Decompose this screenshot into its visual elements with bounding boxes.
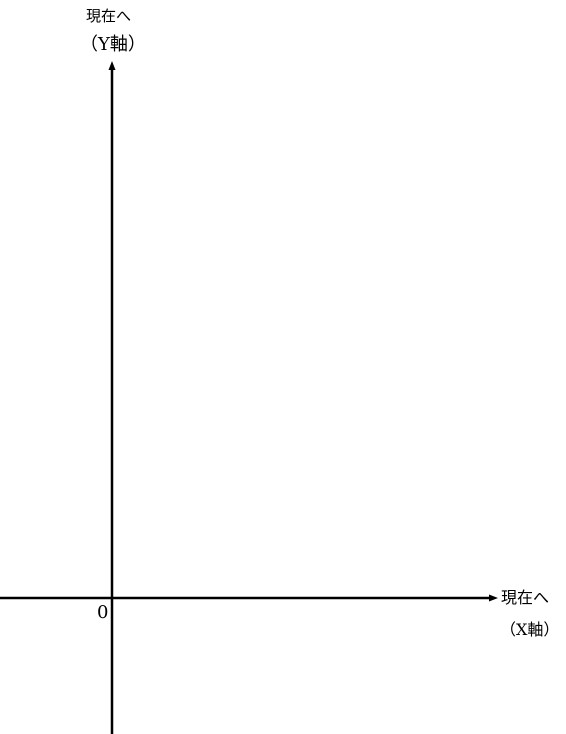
x-axis-direction-label: 現在へ <box>501 588 550 607</box>
y-axis-arrowhead <box>108 61 116 70</box>
x-axis-name-label: （X軸） <box>500 620 560 639</box>
origin-label: 0 <box>97 602 109 623</box>
y-axis-name-label: （Y軸） <box>80 34 146 55</box>
y-axis-direction-label: 現在へ <box>86 7 132 25</box>
x-axis-arrowhead <box>489 594 498 602</box>
